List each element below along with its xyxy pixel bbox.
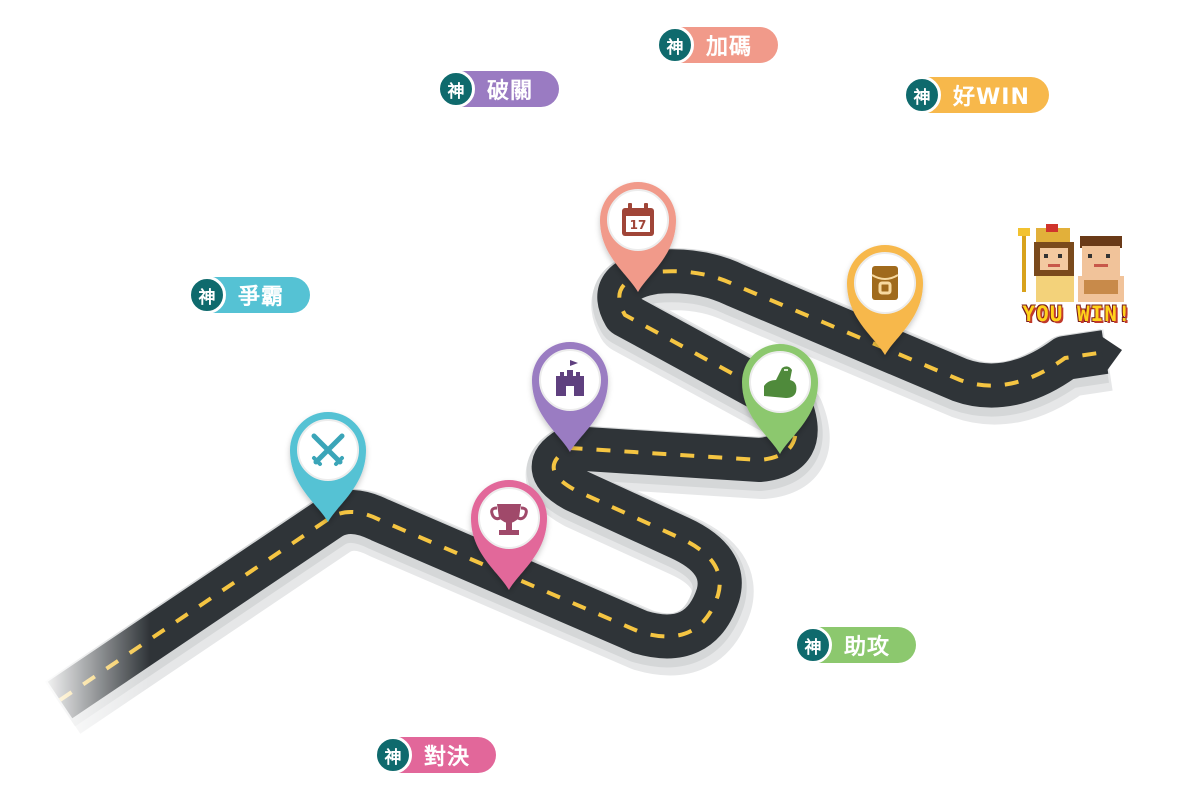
pixel-characters-icon (1018, 224, 1124, 302)
trophy-icon (490, 504, 528, 535)
castle-icon (556, 360, 584, 396)
tag-badge: 神 (656, 26, 694, 64)
pin-red-envelope[interactable] (847, 245, 923, 355)
tag-badge: 神 (188, 276, 226, 314)
tag-label: 好WIN (953, 85, 1030, 110)
you-win-badge: YOU WIN! (1008, 222, 1146, 334)
tag-pill (922, 77, 1049, 113)
pin-castle[interactable] (532, 342, 608, 452)
road-arrow-tip (1098, 334, 1122, 372)
svg-text:17: 17 (630, 218, 647, 232)
pin-battle[interactable] (290, 412, 366, 522)
tag-badge: 神 (374, 736, 412, 774)
road-layers (44, 248, 1113, 734)
tag-label: 助攻 (844, 635, 891, 660)
tag-haowin[interactable]: 神好WIN (903, 76, 1049, 114)
pin-muscle[interactable] (742, 344, 818, 454)
tag-label: 加碼 (706, 35, 753, 60)
pin-trophy[interactable] (471, 480, 547, 590)
tag-label: 破關 (487, 79, 534, 104)
you-win-text: YOU WIN! (1022, 302, 1132, 326)
tag-badge: 神 (903, 76, 941, 114)
tag-badge: 神 (794, 626, 832, 664)
calendar-icon: 17 (622, 203, 654, 236)
tag-label: 爭霸 (238, 285, 285, 310)
crossed-swords-icon (311, 433, 345, 466)
flexed-arm-icon (764, 366, 797, 398)
tag-label: 對決 (424, 745, 471, 770)
red-envelope-icon (871, 266, 899, 300)
pin-calendar[interactable]: 17 (600, 182, 676, 292)
road-fade (40, 600, 150, 740)
tag-zhugong[interactable]: 神助攻 (794, 626, 916, 664)
map-pins: 17 (290, 182, 923, 590)
tag-badge: 神 (437, 70, 475, 108)
tag-jiama[interactable]: 神加碼 (656, 26, 778, 64)
tag-zhengba[interactable]: 神爭霸 (188, 276, 310, 314)
road-centerline (58, 269, 1106, 702)
tag-poguan[interactable]: 神破關 (437, 70, 559, 108)
tag-duijue[interactable]: 神對決 (374, 736, 496, 774)
